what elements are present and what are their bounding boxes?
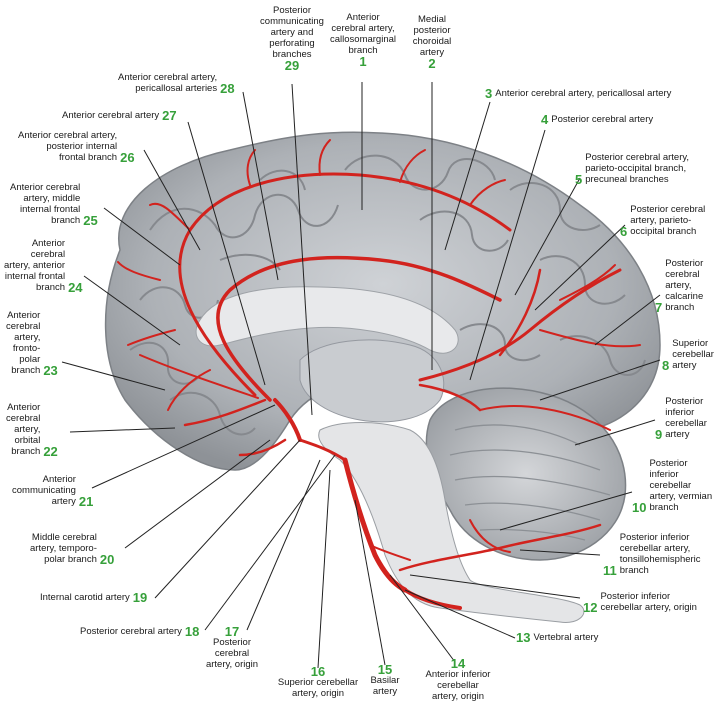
corpus-callosum xyxy=(195,286,459,354)
label-10: 10 Posterior inferior cerebellar artery,… xyxy=(632,458,713,515)
label-27: Anterior cerebral artery 27 xyxy=(62,108,177,123)
label-19: Internal carotid artery 19 xyxy=(40,590,148,605)
label-5: 5 Posterior cerebral artery, parieto-occ… xyxy=(575,152,690,187)
label-13: 13 Vertebral artery xyxy=(516,630,599,645)
thalamus xyxy=(299,339,445,423)
label-23: Anterior cerebral artery, fronto- polar … xyxy=(6,310,58,378)
label-2: Medial posterior choroidal artery 2 xyxy=(412,14,452,71)
label-22: Anterior cerebral artery, orbital branch… xyxy=(6,402,58,459)
label-9: 9 Posterior inferior cerebellar artery xyxy=(655,396,707,442)
label-29: Posterior communicating artery and perfo… xyxy=(260,5,324,73)
label-18: Posterior cerebral artery 18 xyxy=(80,624,200,639)
label-11: 11 Posterior inferior cerebellar artery,… xyxy=(603,532,701,578)
cerebellar-folia xyxy=(449,424,611,541)
leader-lines xyxy=(61,82,661,669)
label-20: Middle cerebral artery, temporo- polar b… xyxy=(30,532,115,567)
label-24: Anterior cerebral artery, anterior inter… xyxy=(4,238,83,295)
label-28: Anterior cerebral artery, pericallosal a… xyxy=(118,72,235,96)
label-26: Anterior cerebral artery, posterior inte… xyxy=(18,130,135,165)
cerebellum xyxy=(425,387,627,561)
brainstem xyxy=(318,422,585,623)
label-17: 17 Posterior cerebral artery, origin xyxy=(205,624,259,670)
label-8: 8 Superior cerebellar artery xyxy=(662,338,714,373)
label-4: 4 Posterior cerebral artery xyxy=(541,112,654,127)
label-15: 15 Basilar artery xyxy=(370,662,400,697)
label-14: 14 Anterior inferior cerebellar artery, … xyxy=(425,656,491,702)
label-3: 3 Anterior cerebral artery, pericallosal… xyxy=(485,86,672,101)
label-21: Anterior communicating artery 21 xyxy=(12,474,94,509)
label-7: 7 Posterior cerebral artery, calcarine b… xyxy=(655,258,704,315)
label-16: 16 Superior cerebellar artery, origin xyxy=(277,664,359,699)
label-1: Anterior cerebral artery, callosomargina… xyxy=(330,12,397,69)
artery-network xyxy=(117,139,641,610)
label-6: 6 Posterior cerebral artery, parieto- oc… xyxy=(620,204,706,239)
label-12: 12 Posterior inferior cerebellar artery,… xyxy=(583,591,697,615)
label-25: Anterior cerebral artery, middle interna… xyxy=(10,182,98,228)
